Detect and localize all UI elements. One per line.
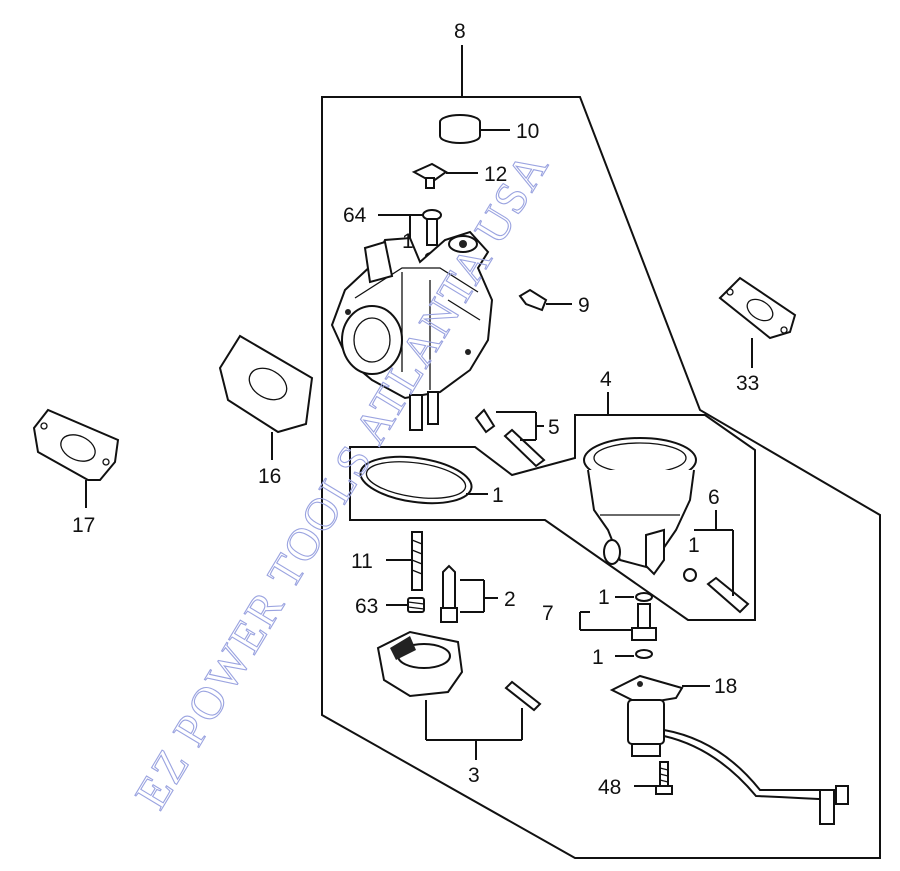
callout-1-upper: 1 bbox=[402, 230, 414, 253]
callout-11: 11 bbox=[351, 550, 373, 573]
callout-63: 63 bbox=[355, 595, 378, 618]
drain-screw-part-6 bbox=[683, 510, 750, 614]
callout-18: 18 bbox=[714, 675, 737, 698]
clip-part-12 bbox=[411, 162, 478, 189]
callout-8: 8 bbox=[454, 20, 466, 43]
cap-part-10 bbox=[439, 114, 510, 144]
watermark-text: EZ POWER TOOLS ATLANTA USA bbox=[125, 142, 559, 817]
float-bowl bbox=[583, 437, 697, 576]
callout-17: 17 bbox=[72, 514, 95, 537]
gasket-part-17 bbox=[32, 408, 120, 508]
spring-part-63 bbox=[386, 597, 425, 613]
o-ring-part-1 bbox=[359, 455, 488, 505]
plate-part-3 bbox=[376, 630, 542, 760]
gasket-part-33 bbox=[718, 276, 797, 368]
float-bowl-frame-4 bbox=[349, 414, 756, 621]
callout-3: 3 bbox=[468, 764, 480, 787]
callout-7: 7 bbox=[542, 602, 554, 625]
carburetor-body bbox=[330, 230, 494, 431]
gasket-part-16 bbox=[218, 334, 314, 460]
jets-part-2 bbox=[440, 564, 498, 623]
callout-64: 64 bbox=[343, 204, 367, 227]
callout-33: 33 bbox=[736, 372, 759, 395]
callout-12: 12 bbox=[484, 163, 507, 186]
callout-1-washer-top: 1 bbox=[598, 586, 610, 609]
callout-1-washer-bottom: 1 bbox=[592, 646, 604, 669]
screws-part-5 bbox=[474, 408, 546, 468]
callout-6: 6 bbox=[708, 486, 720, 509]
assembly-outline bbox=[321, 96, 881, 859]
callout-4: 4 bbox=[600, 368, 612, 391]
callout-1-bowl: 1 bbox=[688, 534, 700, 557]
callout-48: 48 bbox=[598, 776, 621, 799]
solenoid-part-18 bbox=[609, 674, 849, 825]
pilot-screw-part-11 bbox=[386, 531, 423, 591]
callout-10: 10 bbox=[516, 120, 539, 143]
callout-5: 5 bbox=[548, 416, 560, 439]
callout-2: 2 bbox=[504, 588, 516, 611]
callout-1-o-ring: 1 bbox=[492, 484, 504, 507]
callout-9: 9 bbox=[578, 294, 590, 317]
callout-16: 16 bbox=[258, 465, 281, 488]
bolt-part-7 bbox=[579, 592, 657, 659]
bolt-part-48 bbox=[634, 761, 673, 795]
screw-part-9 bbox=[518, 288, 572, 312]
